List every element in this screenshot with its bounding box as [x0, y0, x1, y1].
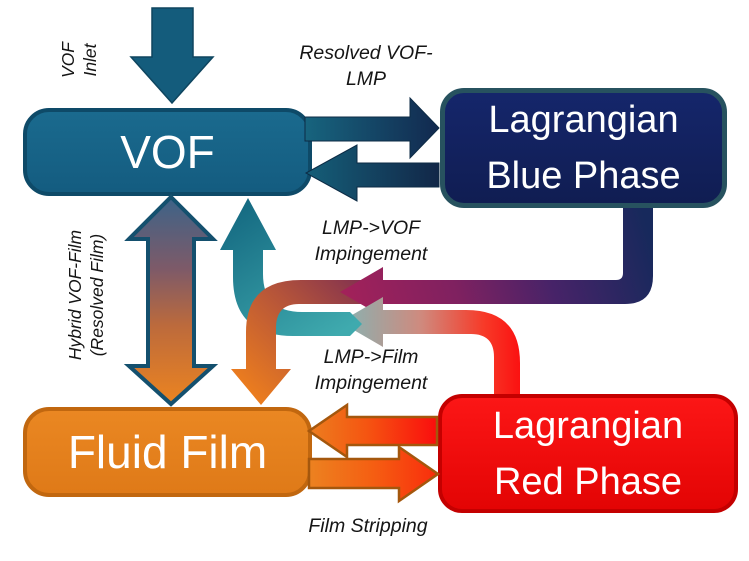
- hybrid-vof-film-line2: (Resolved Film): [87, 233, 107, 357]
- resolved-vof-lmp-label: Resolved VOF- LMP: [266, 40, 466, 92]
- blue-phase-label-line2: Blue Phase: [486, 155, 681, 197]
- red-phase-label-line1: Lagrangian: [492, 404, 684, 447]
- blue-phase-label-line1: Lagrangian: [488, 99, 679, 141]
- lagrangian-red-phase-box: Lagrangian Red Phase: [438, 394, 738, 513]
- vof-inlet-label-line1: VOF: [58, 42, 78, 78]
- lmp-vof-impingement-line2: Impingement: [314, 243, 428, 265]
- blue-to-film-pipe-stub: [300, 280, 368, 304]
- film-stripping-text: Film Stripping: [308, 515, 428, 537]
- hybrid-vof-film-line1: Hybrid VOF-Film: [65, 229, 85, 361]
- vof-inlet-arrow: [129, 7, 215, 105]
- fluid-film-box: Fluid Film: [23, 407, 312, 497]
- lagrangian-blue-phase-box: Lagrangian Blue Phase: [440, 88, 727, 208]
- resolved-vof-lmp-line2: LMP: [345, 68, 387, 90]
- fluid-film-box-label: Fluid Film: [67, 426, 268, 478]
- vof-inlet-label: VOF Inlet: [57, 15, 101, 105]
- resolved-vof-lmp-line1: Resolved VOF-: [299, 42, 433, 64]
- red-to-film-arrow: [306, 402, 439, 460]
- lmp-vof-impingement-line1: LMP->VOF: [321, 217, 421, 239]
- lmp-film-impingement-label: LMP->Film Impingement: [271, 344, 471, 396]
- film-stripping-label: Film Stripping: [268, 513, 468, 539]
- vof-to-blue-arrow: [304, 96, 440, 160]
- hybrid-vof-film-label: Hybrid VOF-Film (Resolved Film): [64, 207, 108, 383]
- film-to-red-arrow: [307, 444, 441, 504]
- lmp-film-impingement-line1: LMP->Film: [323, 346, 419, 368]
- vof-inlet-label-line2: Inlet: [80, 43, 100, 77]
- lmp-film-impingement-line2: Impingement: [314, 372, 428, 394]
- vof-box-label: VOF: [120, 126, 215, 178]
- red-phase-label-line2: Red Phase: [493, 460, 682, 503]
- blue-to-vof-arrow: [304, 144, 440, 202]
- vof-box: VOF: [23, 108, 312, 196]
- lmp-vof-impingement-label: LMP->VOF Impingement: [271, 215, 471, 267]
- vof-film-double-arrow: [123, 194, 219, 407]
